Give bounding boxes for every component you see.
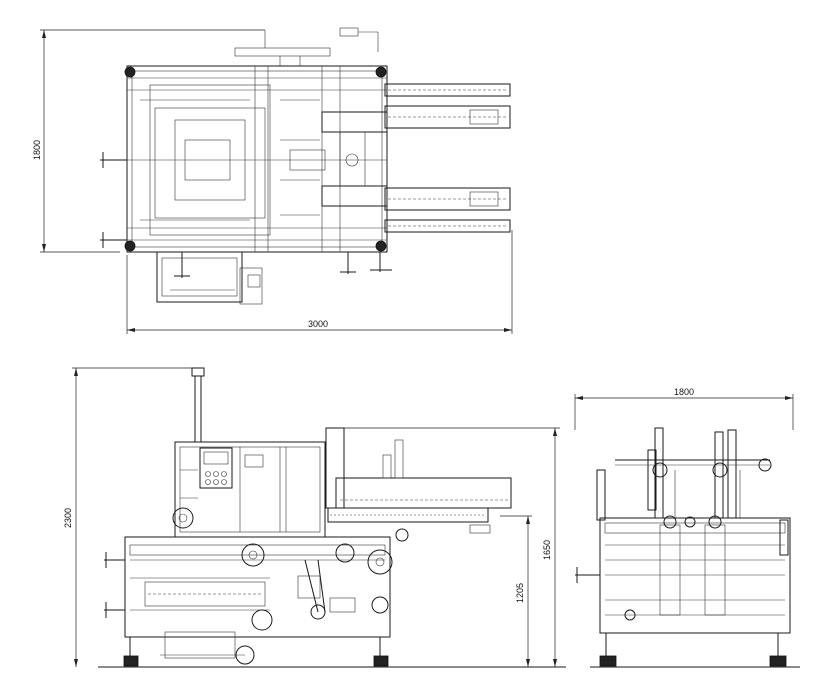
top-view-width-dimension: 1800 <box>32 29 265 253</box>
top-view-length-label: 3000 <box>308 319 328 329</box>
end-view-width-dimension: 1800 <box>574 387 794 430</box>
side-view: 2300 1650 1205 <box>63 367 566 668</box>
side-view-conveyor-height-label: 1650 <box>542 540 552 560</box>
side-view-table-height-dimension: 1205 <box>500 515 532 667</box>
top-view-length-dimension: 3000 <box>126 230 513 334</box>
side-view-table-height-label: 1205 <box>515 583 525 603</box>
top-view: 1800 3000 <box>32 27 513 334</box>
top-view-width-label: 1800 <box>32 140 42 160</box>
side-view-height-dimension: 2300 <box>63 367 200 667</box>
side-view-height-label: 2300 <box>63 508 73 528</box>
end-view: 1800 <box>574 387 800 668</box>
side-view-conveyor-height-dimension: 1650 <box>340 427 560 667</box>
end-view-width-label: 1800 <box>674 387 694 397</box>
